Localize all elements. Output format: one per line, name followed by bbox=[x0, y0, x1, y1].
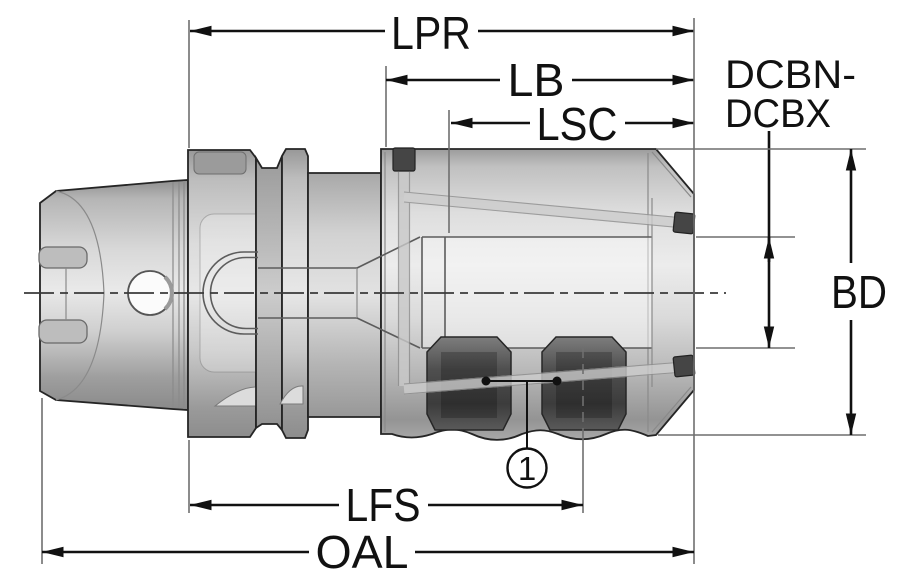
coolant-plug-bottom-right bbox=[672, 354, 696, 378]
dimension-oal: OAL bbox=[41, 398, 694, 578]
drive-slot-bottom bbox=[38, 319, 88, 344]
coolant-plug-top-right bbox=[672, 211, 696, 235]
dimension-lb: LB bbox=[385, 54, 694, 147]
coolant-tube-edge bbox=[403, 191, 685, 219]
dimension-lpr-label: LPR bbox=[391, 7, 471, 59]
dimension-lb-label: LB bbox=[508, 54, 565, 106]
drive-slot-top bbox=[38, 246, 88, 269]
drive-hole-shadow bbox=[163, 275, 174, 311]
callout-circle bbox=[506, 447, 548, 489]
coolant-tube-edge bbox=[403, 361, 685, 385]
nose-chamfer-bottom bbox=[651, 386, 692, 433]
coolant-tube-edge bbox=[403, 201, 685, 229]
clamp-screw-right-core bbox=[556, 352, 612, 418]
clamp-screw-right bbox=[541, 336, 627, 431]
taper-shank bbox=[38, 179, 189, 411]
flange-key-slot bbox=[193, 151, 247, 175]
coolant-tube-lower bbox=[403, 361, 685, 395]
dimension-lsc-label: LSC bbox=[537, 98, 618, 150]
coolant-tube-edge bbox=[403, 371, 685, 395]
neck bbox=[307, 172, 382, 418]
coolant-tube-upper bbox=[403, 191, 685, 229]
dimension-oal-label: OAL bbox=[316, 526, 409, 578]
coolant-channels bbox=[397, 172, 685, 395]
groove-bottom-relief bbox=[279, 385, 304, 405]
dimension-bd: BD bbox=[656, 148, 887, 436]
coolant-plug-top-left bbox=[392, 147, 416, 172]
coolant-plugs bbox=[392, 147, 696, 378]
dimension-dcbn-label-line2: DCBX bbox=[725, 92, 831, 136]
nose-chamfer-top bbox=[651, 151, 692, 198]
dimension-lfs-label: LFS bbox=[346, 479, 421, 531]
gripper-groove-section bbox=[255, 148, 382, 439]
callout-1: 1 bbox=[481, 376, 562, 489]
dimension-dcbn-label-line1: DCBN- bbox=[725, 53, 856, 97]
dimension-bd-label: BD bbox=[831, 266, 887, 318]
dimension-lpr: LPR bbox=[188, 7, 694, 148]
dimension-lfs: LFS bbox=[188, 348, 584, 531]
dimension-dcbn-dcbx: DCBN- DCBX bbox=[696, 53, 856, 349]
callout-number: 1 bbox=[518, 450, 536, 487]
tool-holder bbox=[24, 147, 726, 441]
dimension-lsc: LSC bbox=[448, 98, 694, 233]
